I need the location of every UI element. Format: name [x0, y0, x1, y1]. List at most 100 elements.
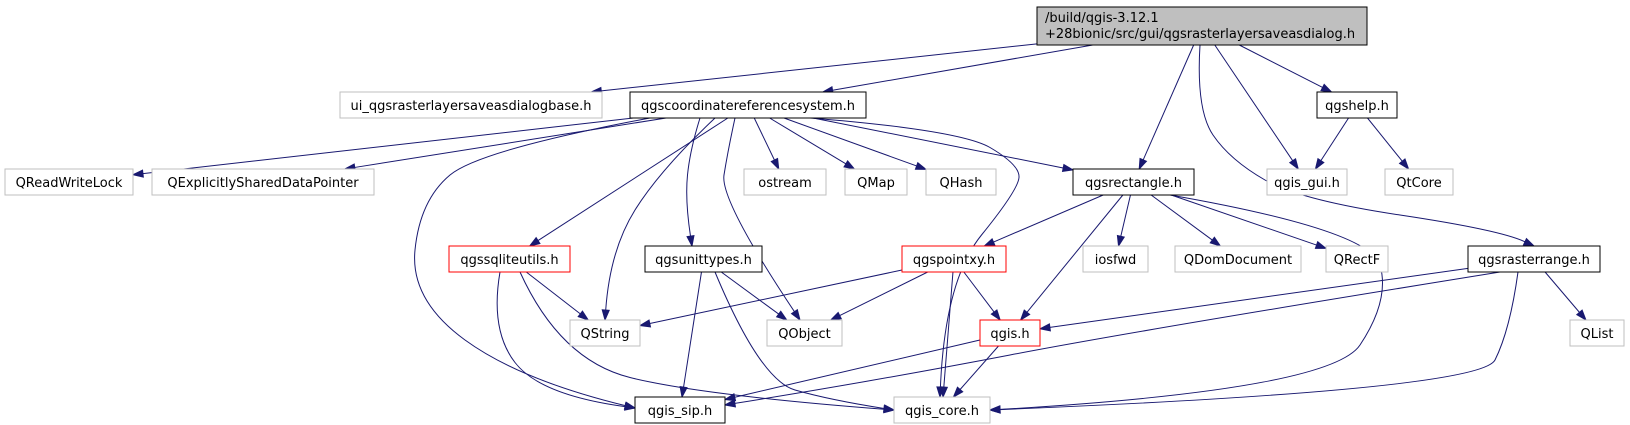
node-label: qgis_sip.h	[648, 404, 712, 419]
node-qgsrectangle[interactable]: qgsrectangle.h	[1072, 168, 1195, 196]
node-qobject: QObject	[766, 319, 843, 347]
node-root[interactable]: /build/qgis-3.12.1+28bionic/src/gui/qgsr…	[1036, 6, 1368, 46]
edge-line	[519, 271, 885, 410]
node-box	[339, 91, 603, 119]
node-label: +28bionic/src/gui/qgsrasterlayersaveasdi…	[1045, 27, 1355, 42]
arrowhead	[829, 311, 843, 321]
edge-crs-to-qexplicit	[343, 117, 667, 172]
arrowhead	[952, 386, 964, 399]
node-qgis[interactable]: qgis.h	[979, 319, 1041, 347]
edge-line	[1120, 194, 1131, 237]
node-label: QDomDocument	[1184, 253, 1292, 268]
edge-root-to-qgsrasterrange	[1198, 44, 1536, 247]
node-box	[644, 245, 763, 273]
edge-line	[686, 117, 701, 237]
edge-line	[753, 117, 775, 161]
node-qgspointxy[interactable]: qgspointxy.h	[901, 245, 1007, 273]
edge-line	[734, 339, 981, 398]
edge-crs-to-ostream	[753, 117, 780, 171]
edge-qgsrectangle-to-iosfwd	[1116, 194, 1131, 248]
node-box	[979, 319, 1041, 347]
arrowhead	[131, 169, 144, 178]
edge-line	[832, 44, 1093, 91]
arrowhead	[679, 385, 688, 399]
edge-root-to-qgsrectangle	[1138, 44, 1195, 171]
node-qgsunittypes[interactable]: qgsunittypes.h	[644, 245, 763, 273]
edge-qgsrasterrange-to-qgis_core	[988, 271, 1519, 414]
arrowhead	[577, 310, 590, 321]
node-label: qgssqliteutils.h	[460, 253, 558, 268]
edge-crs-to-qmap	[769, 117, 856, 170]
edge-line	[783, 117, 917, 167]
edge-line	[734, 271, 1501, 404]
edge-crs-to-qgsunittypes	[686, 117, 701, 248]
edge-qgsrectangle-to-qrectf	[1171, 194, 1328, 249]
node-qlist: QList	[1569, 319, 1625, 347]
node-box	[1316, 91, 1398, 119]
arrowhead	[1209, 236, 1222, 247]
node-qhash: QHash	[925, 168, 997, 196]
node-crs[interactable]: qgscoordinatereferencesystem.h	[629, 91, 867, 119]
edge-line	[601, 43, 1038, 92]
node-label: QString	[580, 327, 629, 342]
node-label: QHash	[940, 176, 983, 191]
node-label: qgshelp.h	[1325, 99, 1389, 114]
node-ui_base: ui_qgsrasterlayersaveasdialogbase.h	[339, 91, 603, 119]
edge-line	[1142, 44, 1195, 161]
edge-qgspointxy-to-qstring	[638, 269, 903, 328]
edge-line	[839, 271, 928, 317]
edge-qgspointxy-to-qgis	[963, 271, 1002, 322]
arrowhead	[882, 404, 896, 413]
node-qdomdocument: QDomDocument	[1174, 245, 1302, 273]
node-iosfwd: iosfwd	[1082, 245, 1149, 273]
node-box	[1569, 319, 1625, 347]
edge-qgsrectangle-to-qgis	[1019, 194, 1124, 322]
edge-crs-to-qgssqlite	[528, 117, 729, 247]
node-label: QExplicitlySharedDataPointer	[167, 176, 359, 191]
arrowhead	[601, 309, 610, 322]
edge-qgsunittypes-to-qobject	[720, 271, 788, 321]
node-box	[1174, 245, 1302, 273]
node-label: QMap	[857, 176, 895, 191]
arrowhead	[914, 161, 928, 170]
edge-qgis-to-qgis_sip	[723, 339, 981, 402]
node-qgshelp[interactable]: qgshelp.h	[1316, 91, 1398, 119]
edge-line	[999, 271, 1519, 411]
node-qgssqlite[interactable]: qgssqliteutils.h	[448, 245, 571, 273]
node-qgis_sip[interactable]: qgis_sip.h	[634, 396, 726, 424]
edge-line	[769, 117, 847, 165]
arrowhead	[1320, 83, 1333, 93]
node-box	[901, 245, 1007, 273]
edge-line	[812, 117, 1064, 169]
edge-crs-to-qreadwritelock	[131, 117, 634, 178]
edge-line	[1150, 194, 1213, 241]
node-label: ui_qgsrasterlayersaveasdialogbase.h	[351, 99, 592, 114]
arrowhead	[1288, 157, 1300, 171]
edge-qgssqlite-to-qgis_sip	[496, 271, 637, 411]
edge-qgsrasterrange-to-qgis_sip	[723, 271, 1501, 408]
edge-line	[993, 194, 1104, 243]
edge-line	[605, 117, 716, 311]
edge-qgsrasterrange-to-qlist	[1544, 271, 1587, 322]
edge-crs-to-qstring	[601, 117, 716, 322]
node-box	[743, 168, 827, 196]
edge-line	[1171, 194, 1317, 246]
node-qtcore: QtCore	[1384, 168, 1454, 196]
node-qgsrasterrange[interactable]: qgsrasterrange.h	[1467, 245, 1601, 273]
node-box	[1384, 168, 1454, 196]
arrowhead	[686, 234, 695, 248]
edge-qgsrasterrange-to-qgis	[1038, 267, 1469, 332]
edge-line	[525, 271, 581, 315]
arrowhead	[638, 319, 652, 328]
node-box	[151, 168, 375, 196]
edge-qgssqlite-to-qstring	[525, 271, 590, 321]
arrowhead	[1116, 234, 1126, 248]
node-qreadwritelock: QReadWriteLock	[4, 168, 134, 196]
arrowhead	[1038, 323, 1051, 332]
arrowhead	[770, 157, 780, 171]
edge-line	[714, 271, 885, 409]
edge-line	[683, 271, 702, 388]
edge-line	[809, 117, 1020, 388]
arrowhead	[790, 308, 801, 322]
node-box	[1082, 245, 1149, 273]
